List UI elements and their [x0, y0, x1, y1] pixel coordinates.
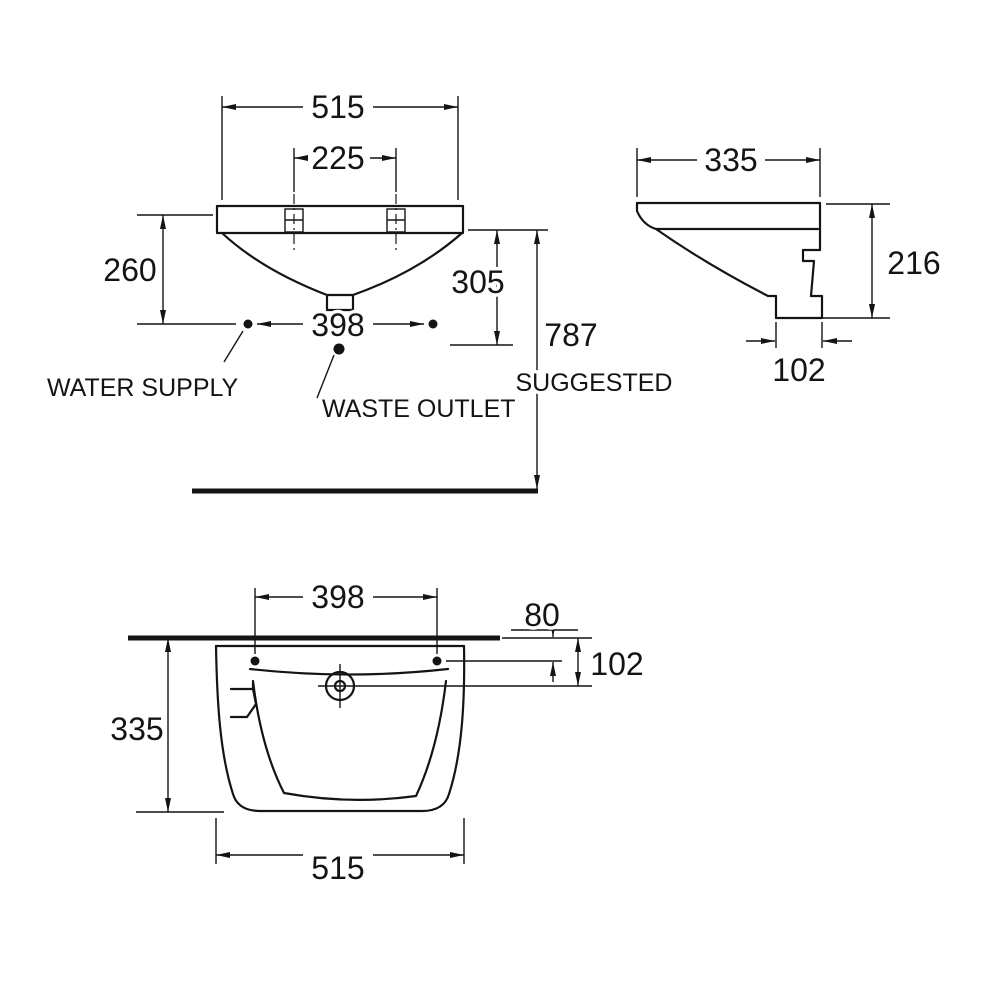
side-outlet-dim-text: 102: [772, 352, 825, 388]
front-basin-outline: [215, 204, 465, 312]
water-supply-point-left: [243, 319, 253, 329]
plan-supply-point-left: [250, 656, 260, 666]
front-mount-height-dim-text: 787: [544, 317, 597, 353]
front-taphole-left: [284, 194, 304, 252]
side-height-dim-text: 216: [887, 245, 940, 281]
front-width-dim-text: 515: [311, 89, 364, 125]
front-dim-height-left: 260: [100, 214, 236, 325]
plan-view: 398 80 102 335 515: [107, 576, 647, 890]
side-dim-outlet: 102: [746, 322, 852, 392]
leader-line: [223, 330, 244, 363]
plan-basin-outer: [214, 644, 466, 813]
side-basin-outline: [635, 201, 824, 320]
front-dim-height-right: 305: [448, 229, 548, 346]
front-taphole-spacing-dim-text: 225: [311, 140, 364, 176]
side-basin-bowl-outlet: [654, 227, 824, 320]
front-dim-supply-spacing: 398: [243, 304, 438, 347]
plan-dim-supply-spacing: 398: [254, 576, 438, 654]
side-dim-height: 216: [815, 203, 944, 319]
side-basin-rim: [635, 201, 820, 231]
front-supply-spacing-dim-text: 398: [311, 307, 364, 343]
plan-wall-to-taphole-dim-text: 102: [590, 646, 643, 682]
plan-dim-wall-to-taphole: 102: [575, 638, 647, 686]
water-supply-callout: WATER SUPPLY: [44, 330, 244, 406]
plan-depth-dim-text: 335: [110, 711, 163, 747]
front-basin-rim: [215, 204, 465, 235]
side-dim-depth: 335: [636, 139, 821, 197]
plan-dim-wall-to-supply: 80: [511, 594, 578, 682]
faucet-hole-symbol: [318, 664, 362, 708]
front-view: 515 225 260 305 787 SUGGESTED: [44, 86, 676, 494]
plan-dim-depth: 335: [107, 638, 224, 813]
front-height-right-dim-text: 305: [451, 264, 504, 300]
waste-outlet-label: WASTE OUTLET: [322, 395, 516, 423]
side-basin-top-back: [635, 201, 822, 298]
plan-supply-point-right: [432, 656, 442, 666]
front-taphole-right: [386, 194, 406, 252]
plan-supply-spacing-dim-text: 398: [311, 579, 364, 615]
waste-outlet-callout: WASTE OUTLET: [316, 343, 519, 427]
plan-soap-ledge: [229, 681, 258, 719]
waste-outlet-point: [333, 343, 345, 355]
front-dim-taphole-spacing: 225: [293, 137, 397, 192]
side-depth-dim-text: 335: [704, 142, 757, 178]
water-supply-point-right: [428, 319, 438, 329]
front-dim-width: 515: [221, 86, 459, 200]
plan-wall-to-supply-dim-text: 80: [524, 597, 560, 633]
plan-inner-rim: [248, 667, 450, 676]
front-mount-height-note-text: SUGGESTED: [516, 369, 673, 397]
front-height-left-dim-text: 260: [103, 252, 156, 288]
front-basin-bowl: [220, 231, 464, 312]
front-dim-mount-height: 787 SUGGESTED: [512, 230, 676, 489]
water-supply-label: WATER SUPPLY: [47, 374, 239, 402]
plan-inner-bowl: [251, 679, 448, 801]
plan-width-dim-text: 515: [311, 850, 364, 886]
side-view: 335 216 102: [635, 139, 944, 392]
plan-dim-width: 515: [215, 818, 465, 890]
leader-line: [316, 354, 335, 399]
